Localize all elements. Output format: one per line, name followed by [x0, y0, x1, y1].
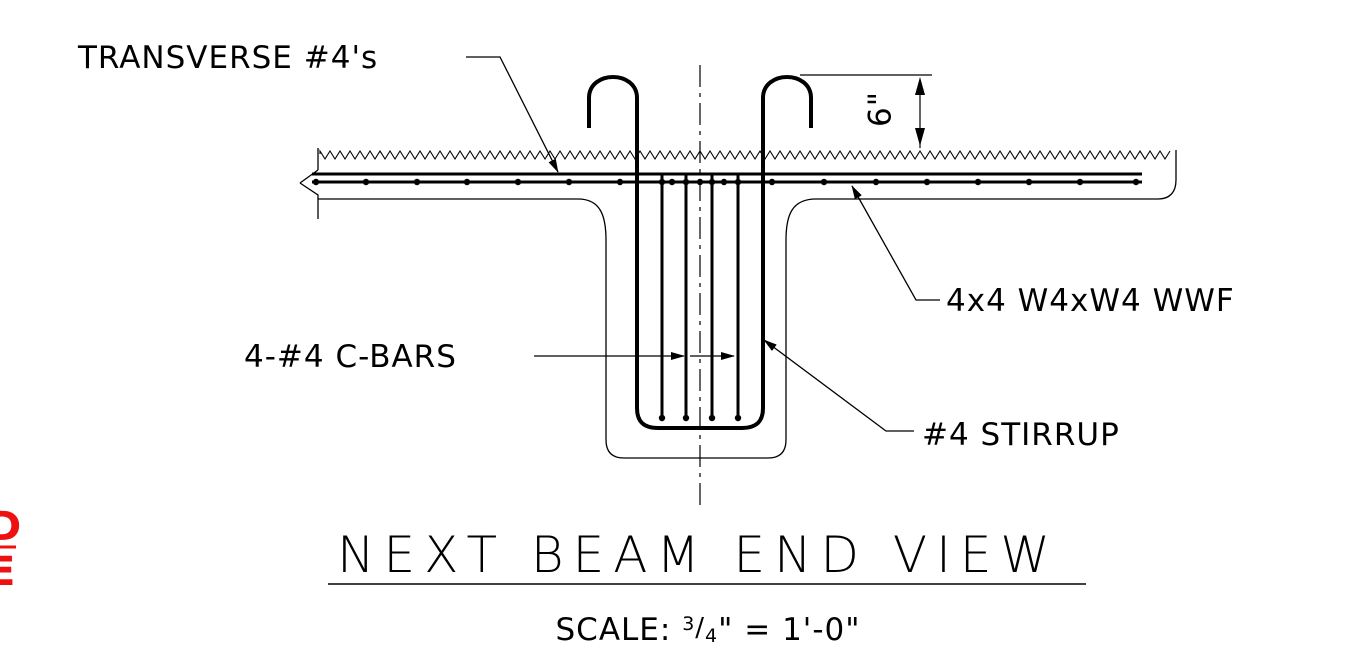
transverse-bar-dot	[820, 178, 828, 186]
transverse-leader	[466, 56, 559, 173]
transverse-bar-dot	[362, 178, 370, 186]
transverse-label: TRANSVERSE #4's	[77, 40, 378, 76]
stirrup	[587, 75, 813, 430]
wwf-leader	[851, 185, 940, 301]
transverse-bar-dot	[1076, 178, 1084, 186]
wwf-label: 4x4 W4xW4 WWF	[946, 283, 1235, 319]
transverse-bar-dot	[565, 178, 573, 186]
transverse-bar-dot	[1025, 178, 1033, 186]
scale-suffix: " = 1'-0"	[718, 612, 860, 648]
transverse-bar-dot	[514, 178, 522, 186]
c-bar-bottom-dots	[658, 414, 742, 422]
scale-fraction-denominator: 4	[705, 625, 718, 647]
transverse-bar-dot	[312, 178, 320, 186]
scale-fraction-numerator: 3	[682, 613, 695, 635]
dimension-arrow-down	[915, 128, 925, 146]
scale-text: SCALE: 3/4" = 1'-0"	[556, 612, 861, 648]
scale-fraction-slash: /	[695, 613, 705, 643]
transverse-bar-dot	[768, 178, 776, 186]
transverse-bar-dot	[974, 178, 982, 186]
transverse-bar-dot	[872, 178, 880, 186]
transverse-bar-dots	[312, 178, 1140, 186]
transverse-bar-dot	[668, 178, 676, 186]
edge-text-top: D	[0, 504, 21, 550]
transverse-bar-dot	[923, 178, 931, 186]
transverse-bar-dot	[1132, 178, 1140, 186]
stirrup-label: #4 STIRRUP	[922, 417, 1120, 453]
transverse-bar-dot	[720, 178, 728, 186]
c-bars-label: 4-#4 C-BARS	[244, 339, 457, 375]
dimension-arrow-up	[915, 77, 925, 95]
c-bars	[660, 175, 740, 418]
edge-text-bottom: E	[0, 549, 15, 595]
roughened-top-surface	[319, 149, 1171, 161]
concrete-section-outline	[299, 148, 1177, 459]
scale-prefix: SCALE:	[556, 612, 683, 648]
transverse-bar-dot	[413, 178, 421, 186]
drawing-title: NEXT BEAM END VIEW	[337, 526, 1059, 584]
dimension-label: 6"	[863, 91, 899, 127]
transverse-bar-dot	[463, 178, 471, 186]
transverse-bar-dot	[616, 178, 624, 186]
stirrup-leader	[763, 339, 914, 432]
